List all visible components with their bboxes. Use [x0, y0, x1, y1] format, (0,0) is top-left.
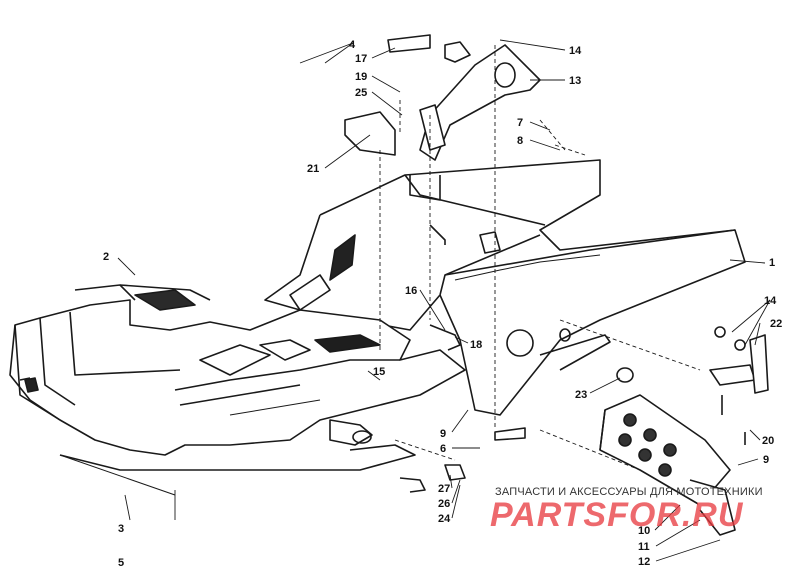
- callout-2: 2: [103, 251, 109, 263]
- callout-22: 22: [770, 318, 782, 330]
- callout-13: 13: [569, 75, 581, 87]
- assembly-lines: [379, 45, 701, 471]
- rear-support-bracket: [709, 326, 769, 445]
- callout-14b: 14: [764, 295, 777, 307]
- callout-26: 26: [438, 498, 450, 510]
- callout-1: 1: [769, 257, 775, 269]
- heat-shield-plate: [599, 394, 736, 536]
- callout-4: 4: [349, 39, 356, 51]
- callout-20: 20: [762, 435, 774, 447]
- callout-7: 7: [517, 117, 523, 129]
- callout-18: 18: [470, 339, 482, 351]
- callout-10: 10: [638, 525, 650, 537]
- callout-14a: 14: [569, 45, 582, 57]
- belly-pan: [59, 444, 416, 496]
- small-hardware: [19, 324, 634, 493]
- callout-3: 3: [118, 523, 124, 535]
- front-bulkhead: [9, 274, 466, 456]
- callout-27: 27: [438, 483, 450, 495]
- callout-8: 8: [517, 135, 523, 147]
- watermark-tagline: ЗАПЧАСТИ И АКСЕССУАРЫ ДЛЯ МОТОТЕХНИКИ: [495, 486, 763, 498]
- callout-19: 19: [355, 71, 367, 83]
- watermark-logo: PARTSFOR.RU: [490, 496, 744, 534]
- callout-9a: 9: [440, 428, 446, 440]
- leader-lines: [117, 39, 771, 562]
- callout-11: 11: [638, 541, 650, 553]
- callout-23: 23: [575, 389, 587, 401]
- callout-9b: 9: [763, 454, 769, 466]
- callout-labels: 1 2 3 4 5 6 7 8 9 9 10 11 12 13 14 14 15…: [103, 39, 782, 569]
- callout-24: 24: [438, 513, 451, 525]
- callout-16: 16: [405, 285, 417, 297]
- callout-5: 5: [118, 557, 124, 569]
- steering-support: [344, 34, 541, 161]
- callout-21: 21: [307, 163, 319, 175]
- callout-6: 6: [440, 443, 446, 455]
- callout-25: 25: [355, 87, 367, 99]
- callout-15: 15: [373, 366, 385, 378]
- callout-17: 17: [355, 53, 367, 65]
- callout-12: 12: [638, 556, 650, 568]
